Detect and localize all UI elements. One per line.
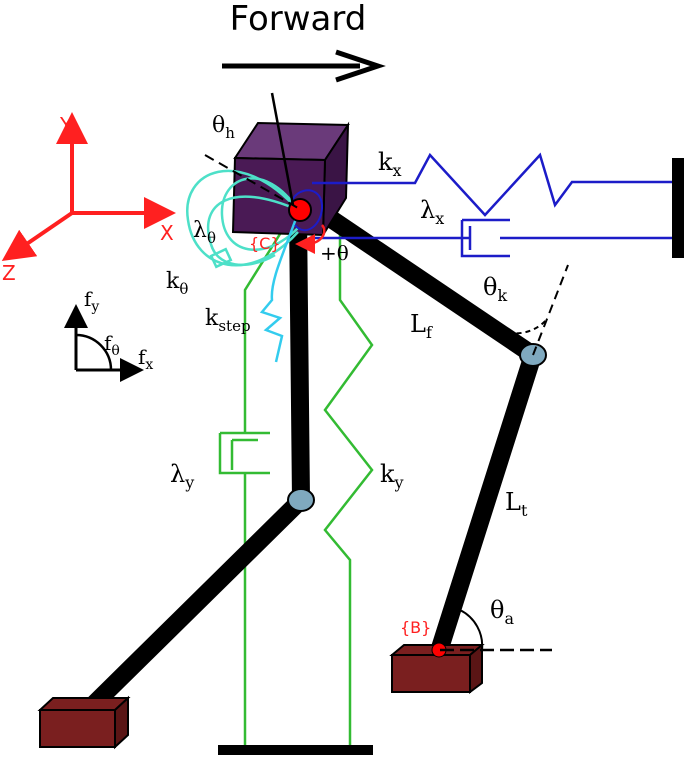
wall — [672, 158, 684, 258]
force-ftheta-label: fθ — [104, 331, 120, 359]
axis-z-label: Z — [2, 261, 16, 285]
theta-h-label: θh — [212, 113, 235, 142]
right-leg — [306, 199, 542, 657]
theta-a-label: θa — [490, 596, 514, 628]
k-step-label: kstep — [205, 306, 251, 335]
force-fy-label: fy — [84, 287, 99, 315]
step-spring — [259, 212, 300, 363]
point-B-label: {B} — [400, 618, 431, 637]
head-reference-dash — [204, 154, 299, 209]
left-leg — [81, 206, 310, 717]
axis-y-label: Y — [59, 113, 73, 137]
lambda-y-label: λy — [170, 460, 194, 492]
ankle-angle-arc — [459, 609, 484, 651]
rotational-spring-damper — [186, 169, 300, 269]
force-fx-label: fx — [138, 345, 153, 373]
kx-label: kx — [378, 148, 402, 180]
point-C-label: {C} — [249, 234, 281, 253]
theta-k-label: θk — [483, 273, 507, 305]
k-theta-label: kθ — [166, 269, 188, 298]
head-angle-line — [270, 92, 295, 206]
horizontal-spring — [312, 152, 672, 217]
lambda-x-label: λx — [420, 196, 444, 228]
point-C — [288, 198, 312, 222]
forward-arrow — [222, 49, 386, 83]
horizontal-damper — [312, 218, 672, 258]
force-frame — [64, 304, 144, 382]
coordinate-axes — [1, 112, 176, 262]
ky-label: ky — [380, 460, 404, 492]
knee-reference-dash — [532, 264, 569, 356]
Lf-label: Lf — [410, 310, 433, 342]
vertical-spring-damper — [218, 215, 374, 745]
forward-title: Forward — [230, 0, 367, 39]
hip-angle-arc — [290, 189, 324, 232]
plus-theta-arc — [295, 224, 326, 254]
axis-x-label: X — [160, 221, 174, 245]
plus-theta-label: +θ — [320, 241, 349, 265]
left-knee-joint — [287, 488, 315, 512]
lambda-theta-label: λθ — [193, 218, 216, 247]
knee-angle-arc — [498, 317, 549, 335]
Lt-label: Lt — [505, 488, 528, 520]
left-foot — [37, 695, 131, 750]
ground-bar — [218, 745, 373, 755]
